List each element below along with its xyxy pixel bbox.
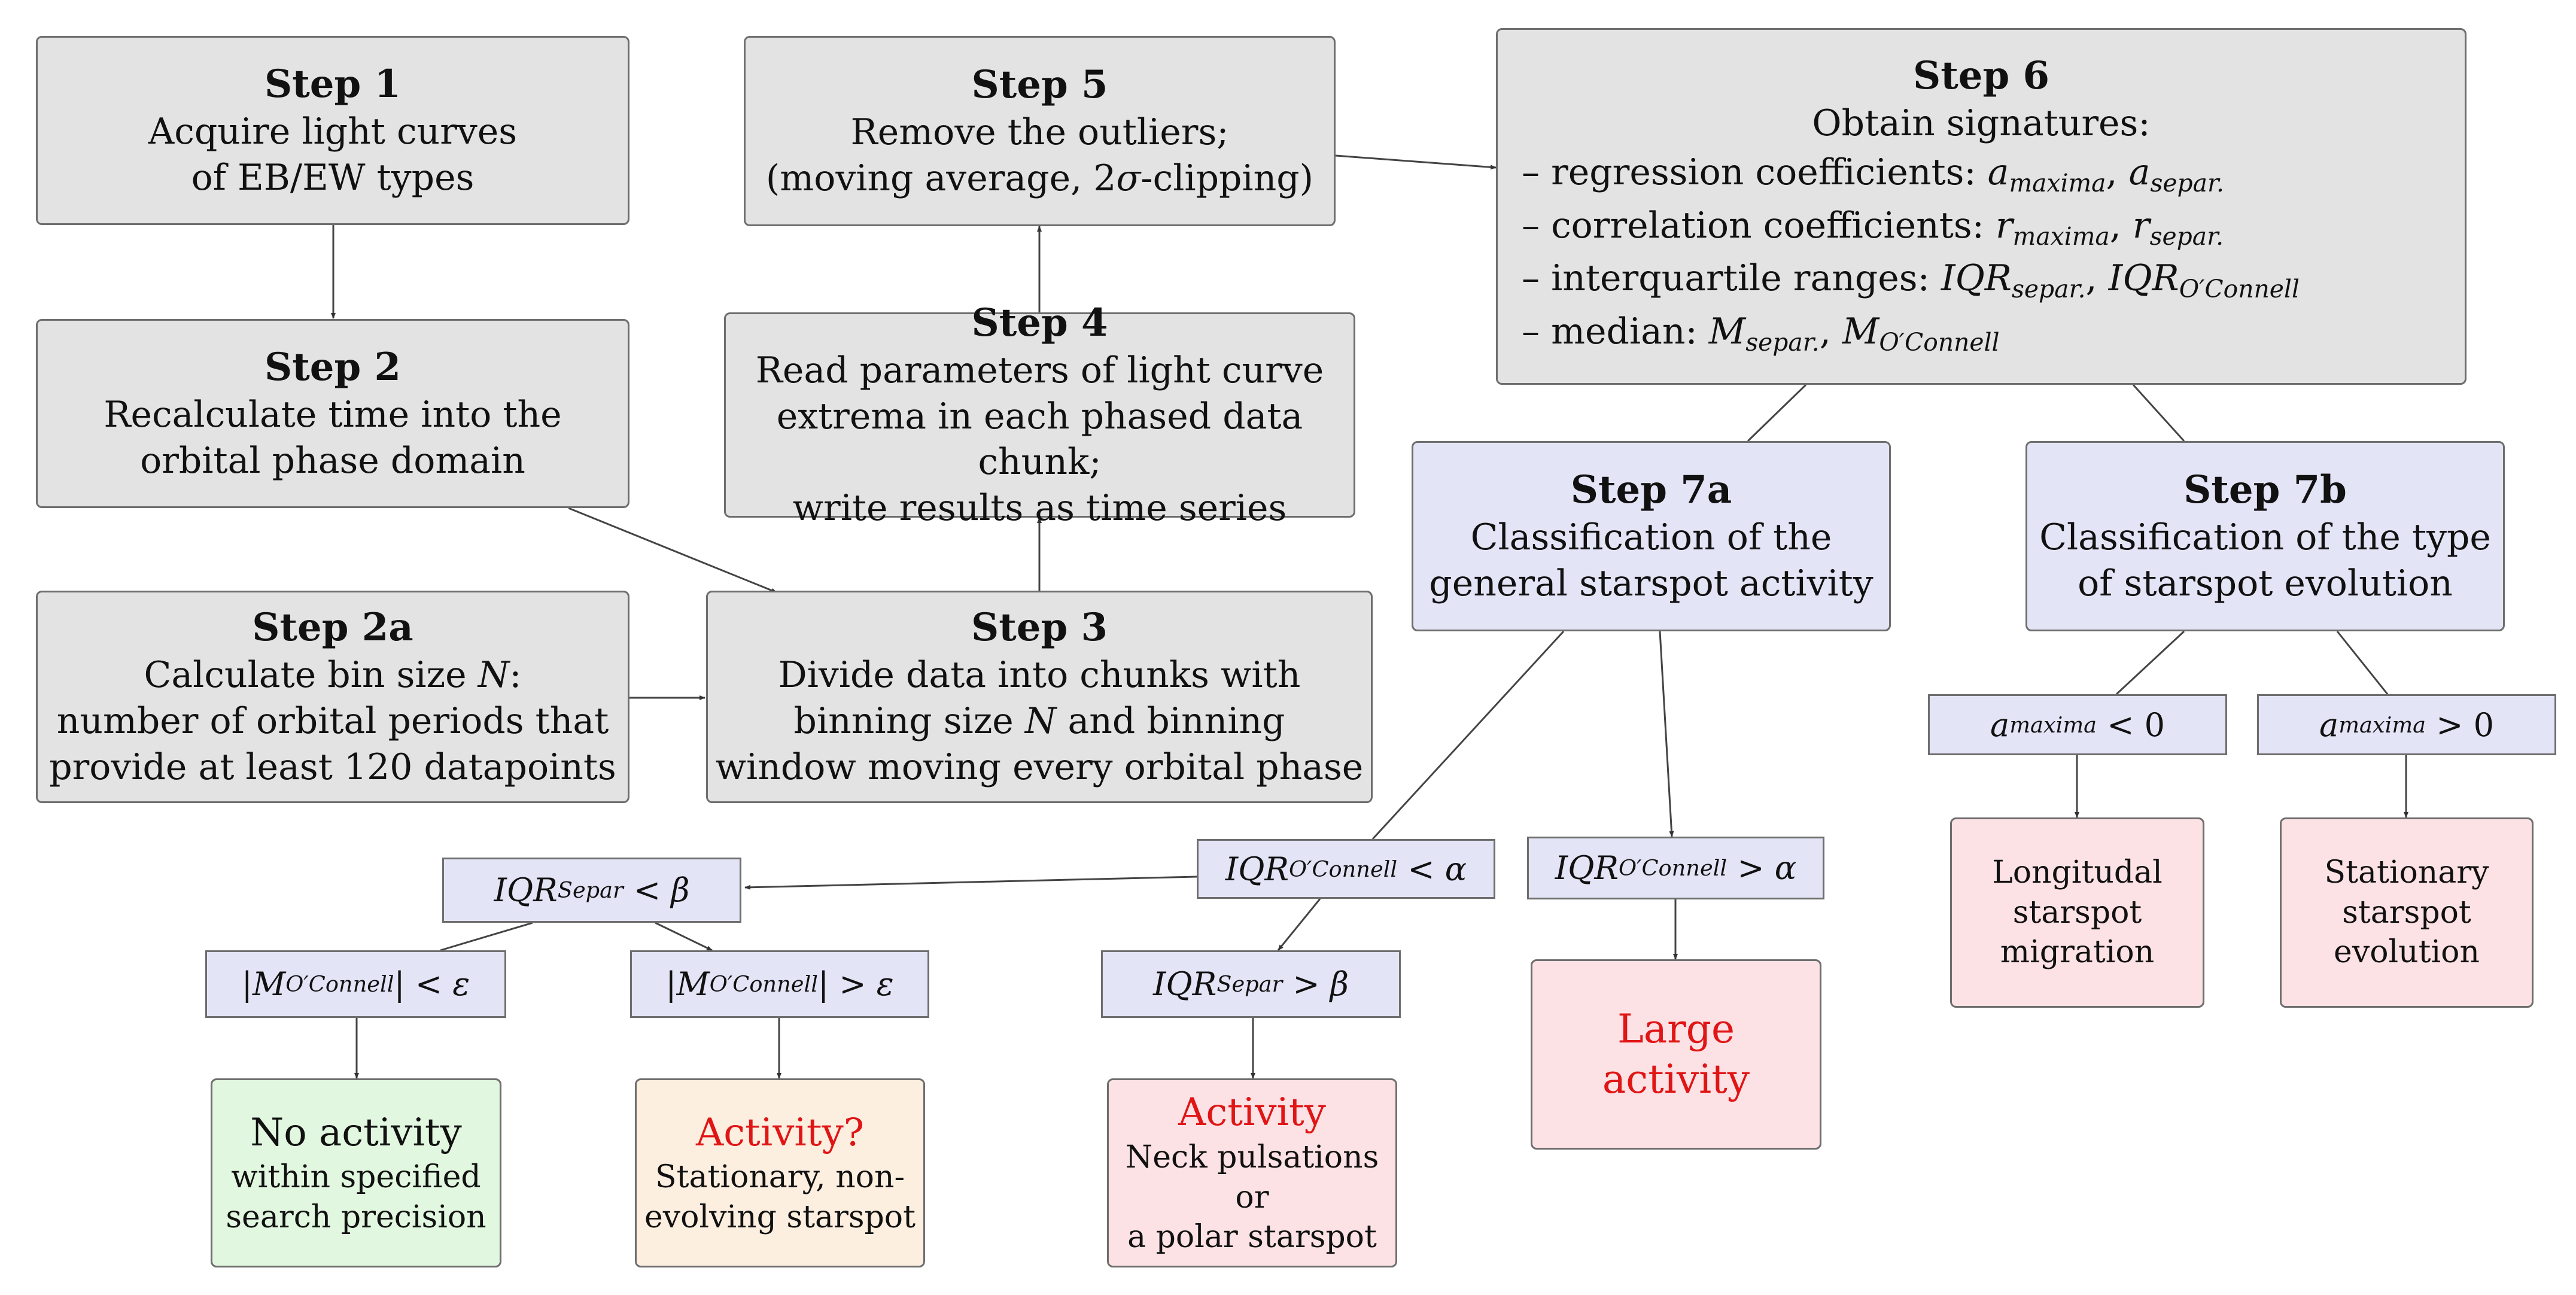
edge-step7b-amax-lt: [2115, 630, 2185, 695]
outcome-activity-question: Activity? Stationary, non- evolving star…: [635, 1078, 925, 1267]
step5-box: Step 5 Remove the outliers; (moving aver…: [744, 36, 1336, 226]
stationary-line1: Stationary: [2324, 855, 2489, 891]
step2a-box: Step 2a Calculate bin size N: number of …: [36, 591, 629, 803]
step3-line3: window moving every orbital phase: [715, 746, 1364, 788]
longitudinal-line1: Longitudal: [1992, 855, 2163, 891]
step3-title: Step 3: [971, 605, 1108, 650]
step6-item-regression: – regression coefficients: amaxima, asep…: [1522, 151, 2224, 198]
outcome-stationary-evolution: Stationary starspot evolution: [2280, 817, 2534, 1008]
step6-item-iqr: – interquartile ranges: IQRsepar., IQRO′…: [1522, 257, 2300, 304]
arrow-step7a-cond-gt: [1659, 631, 1674, 837]
outcome-activity: Activity Neck pulsations or a polar star…: [1107, 1078, 1397, 1267]
step2a-line3: provide at least 120 datapoints: [49, 746, 616, 788]
step7a-box: Step 7a Classification of the general st…: [1412, 441, 1891, 631]
arrow-step2-step3: [568, 507, 777, 594]
step4-box: Step 4 Read parameters of light curve ex…: [724, 300, 1355, 529]
step6-subtitle: Obtain signatures:: [1812, 102, 2151, 144]
edge-step6-step7a: [1747, 384, 1807, 442]
step7a-title: Step 7a: [1570, 467, 1732, 513]
step3-line2: binning size N and binning: [793, 700, 1285, 743]
step3-box: Step 3 Divide data into chunks with binn…: [706, 591, 1373, 803]
step1-line2: of EB/EW types: [191, 156, 475, 199]
activity-question-line2: evolving starspot: [644, 1199, 916, 1235]
longitudinal-line2: starspot: [2012, 894, 2142, 931]
step4-title: Step 4: [971, 300, 1108, 345]
activity-title: Activity: [1178, 1090, 1326, 1135]
stationary-line2: starspot: [2342, 894, 2471, 931]
step1-box: Step 1 Acquire light curves of EB/EW typ…: [36, 36, 629, 225]
longitudinal-line3: migration: [2000, 934, 2155, 971]
step4-line1: Read parameters of light curve: [755, 349, 1324, 391]
step6-box: Step 6 Obtain signatures: – regression c…: [1496, 28, 2466, 385]
step7a-line2: general starspot activity: [1429, 562, 1874, 604]
step7b-box: Step 7b Classification of the type of st…: [2025, 441, 2505, 631]
edge-step6-step7b: [2132, 384, 2185, 442]
no-activity-line2: search precision: [226, 1199, 486, 1235]
activity-question-title: Activity?: [695, 1110, 865, 1155]
arrow-step5-step6: [1335, 154, 1497, 170]
step6-title: Step 6: [1912, 53, 2050, 98]
arrow-cond-lt-iqrsep-lt: [744, 876, 1197, 890]
step4-line2: extrema in each phased data chunk;: [776, 395, 1303, 484]
step2-line1: Recalculate time into the: [104, 394, 562, 436]
activity-line2: a polar starspot: [1127, 1219, 1377, 1256]
step5-line2: (moving average, 2σ-clipping): [765, 157, 1314, 199]
step6-item-median: – median: Msepar., MO′Connell: [1522, 310, 2000, 357]
arrow-cond-lt-iqrsep-gt: [1277, 898, 1321, 951]
step5-line1: Remove the outliers;: [850, 111, 1229, 154]
arrow-iqrsep-lt-m-gt: [655, 922, 713, 952]
activity-line1: Neck pulsations or: [1125, 1139, 1379, 1215]
step3-line1: Divide data into chunks with: [778, 654, 1301, 697]
step7b-line2: of starspot evolution: [2078, 562, 2453, 604]
step2a-title: Step 2a: [252, 605, 413, 650]
outcome-no-activity: No activity within specified search prec…: [211, 1078, 501, 1267]
activity-question-line1: Stationary, non-: [655, 1159, 905, 1196]
step7b-title: Step 7b: [2183, 467, 2347, 513]
outcome-large-activity: Large activity: [1531, 959, 1821, 1150]
step1-line1: Acquire light curves: [148, 111, 518, 153]
step6-list: – regression coefficients: amaxima, asep…: [1522, 146, 2300, 361]
no-activity-line1: within specified: [231, 1159, 481, 1196]
outcome-longitudinal-migration: Longitudal starspot migration: [1950, 817, 2204, 1008]
step4-line3: write results as time series: [792, 487, 1287, 530]
step2a-line1: Calculate bin size N:: [144, 654, 522, 697]
step7b-line1: Classification of the type: [2039, 516, 2491, 559]
step2-line2: orbital phase domain: [140, 439, 525, 482]
step6-item-correlation: – correlation coefficients: rmaxima, rse…: [1522, 204, 2224, 251]
large-activity-title: Large activity: [1602, 1005, 1750, 1102]
stationary-line3: evolution: [2334, 934, 2480, 971]
edge-step7b-amax-gt: [2336, 631, 2389, 695]
step2-box: Step 2 Recalculate time into the orbital…: [36, 319, 629, 508]
edge-iqrsep-lt-m-lt: [440, 922, 533, 952]
step1-title: Step 1: [264, 62, 402, 107]
step2a-line2: number of orbital periods that: [56, 700, 609, 743]
edge-step7a-cond-lt: [1371, 630, 1565, 840]
step5-title: Step 5: [971, 62, 1108, 108]
step7a-line1: Classification of the: [1470, 516, 1832, 559]
step2-title: Step 2: [264, 345, 402, 390]
no-activity-title: No activity: [250, 1110, 462, 1155]
